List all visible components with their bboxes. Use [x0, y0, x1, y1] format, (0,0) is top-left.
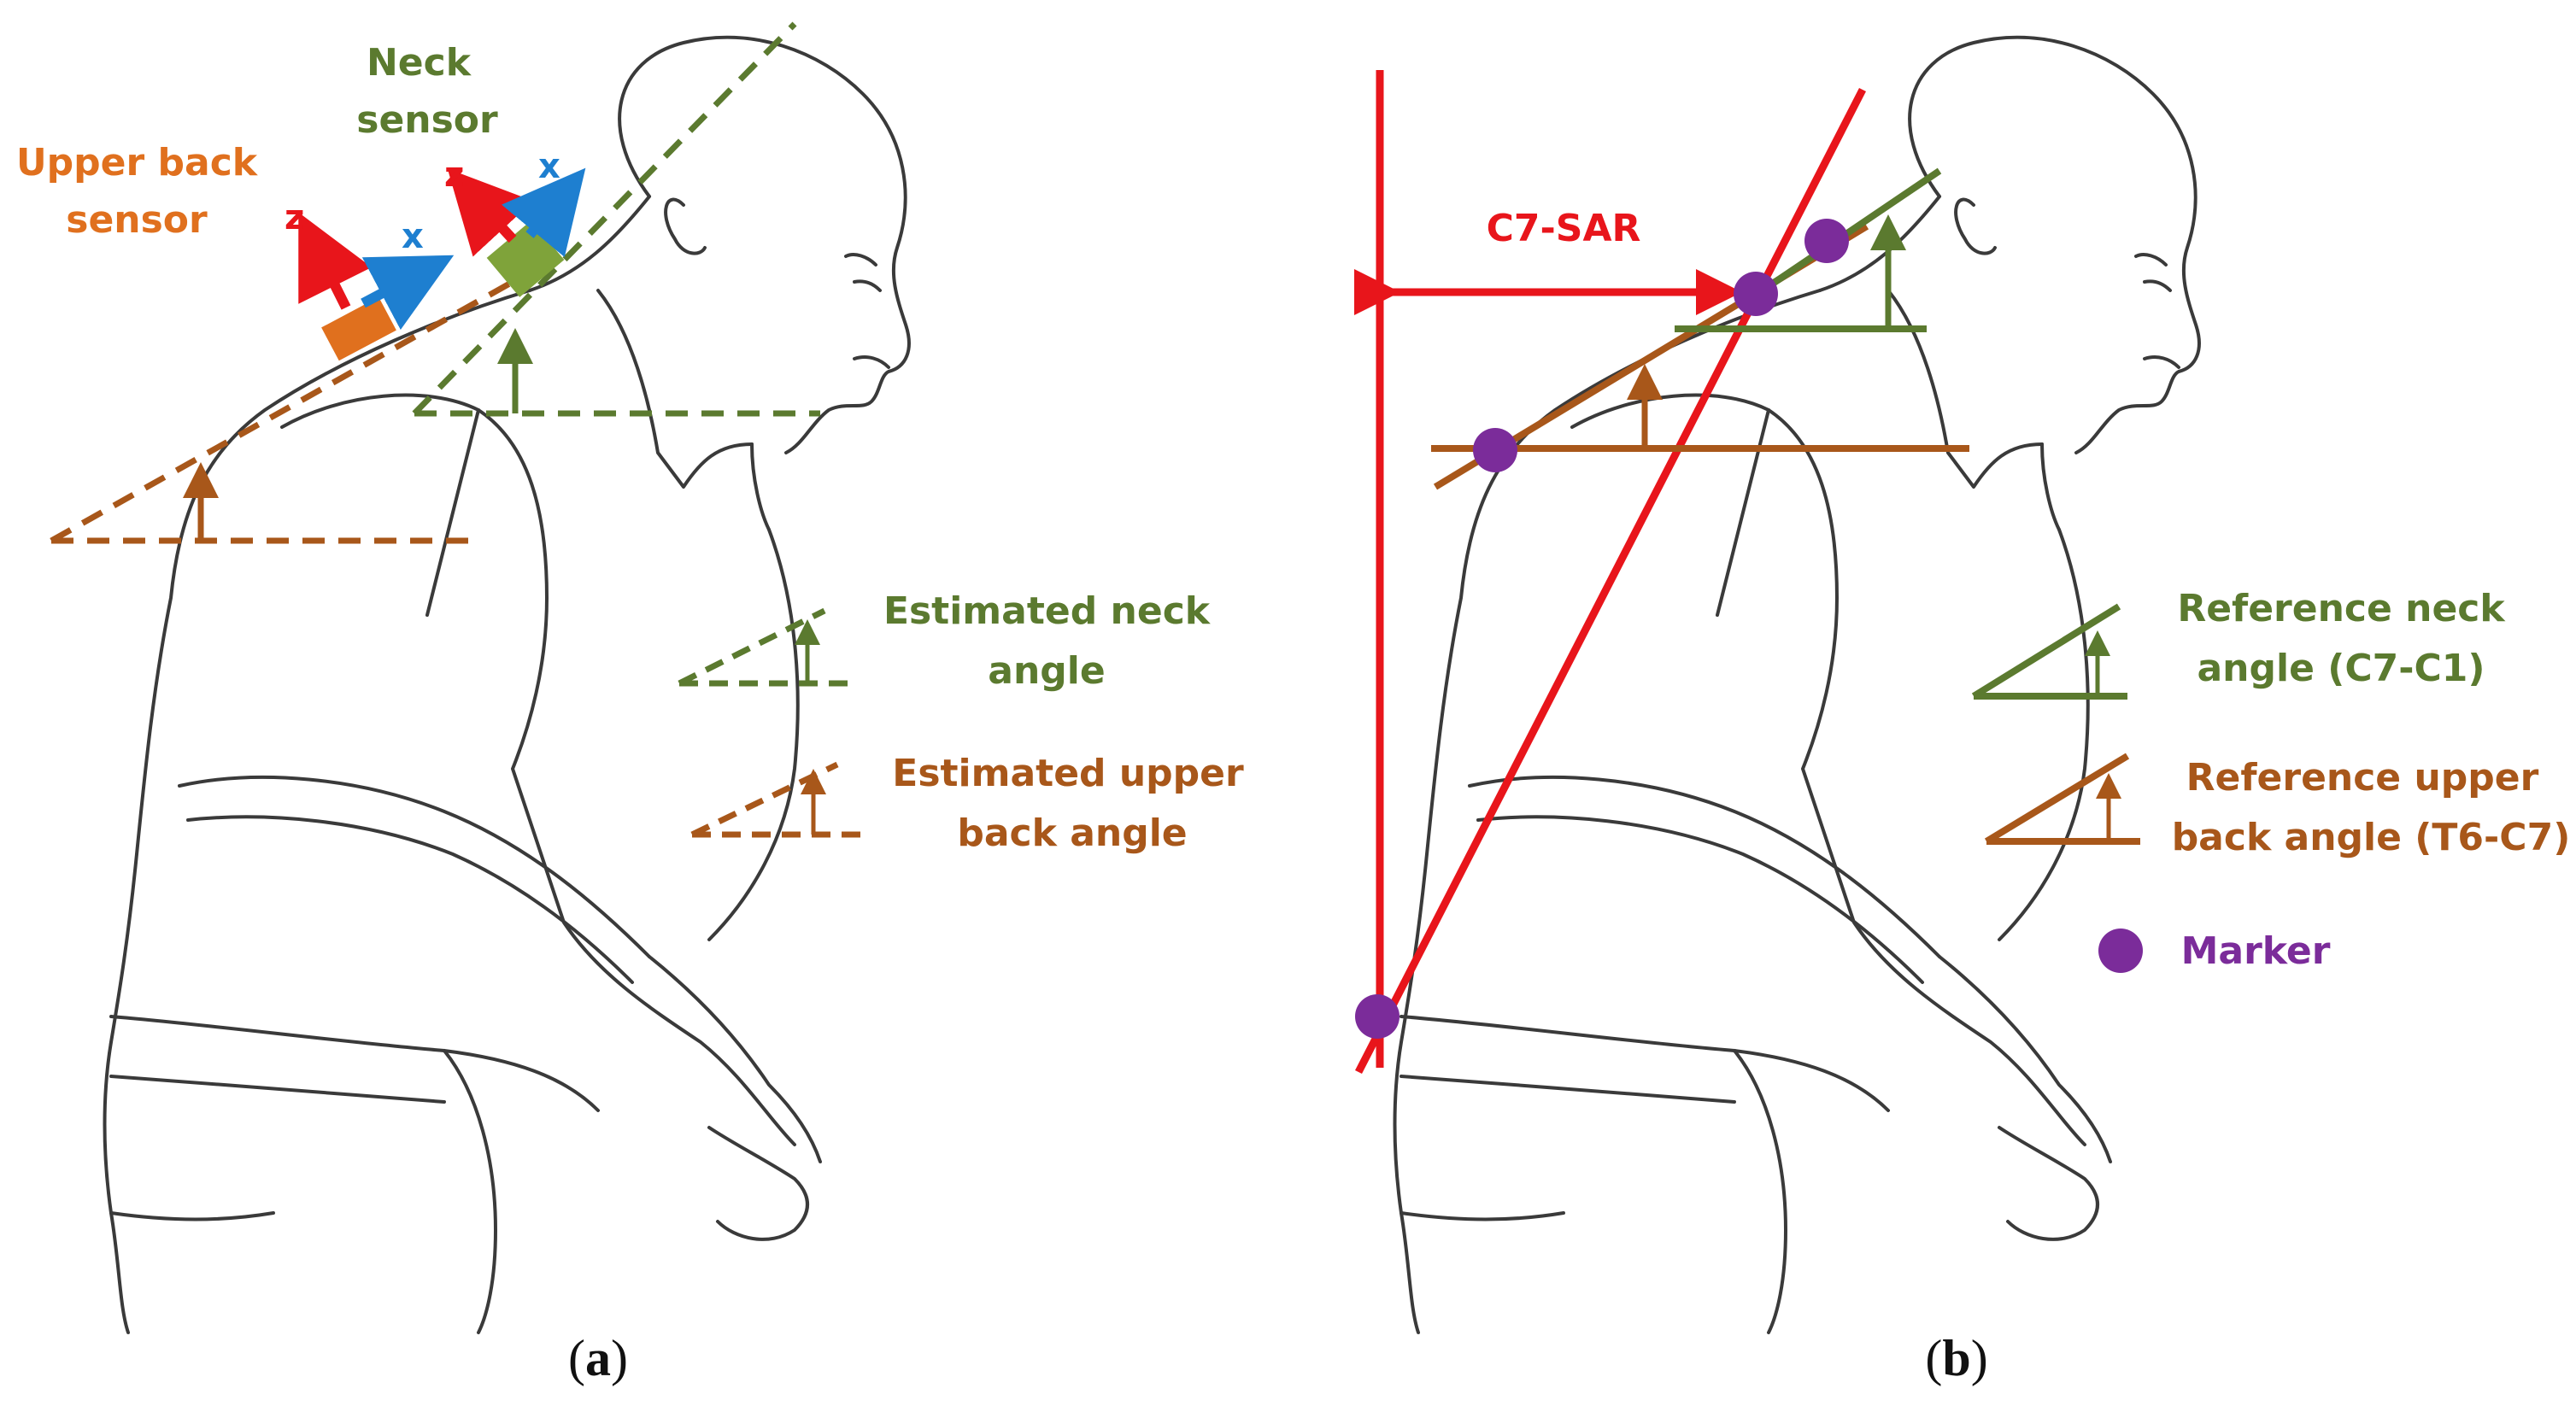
- caption-b: (b): [1925, 1330, 1987, 1386]
- marker-c1: [1804, 219, 1849, 263]
- neck-sensor-label-1: Neck: [367, 41, 472, 85]
- caption-a-letter: a: [585, 1330, 611, 1386]
- neck-x-arrow: [502, 167, 586, 258]
- legend-b-back-label-1: Reference upper: [2186, 756, 2539, 800]
- legend-a-back-label-2: back angle: [957, 811, 1187, 855]
- neck-z-arrow: [447, 168, 534, 257]
- upper-back-sensor-label-2: sensor: [66, 198, 208, 242]
- legend-a-neck-label-2: angle: [988, 649, 1105, 693]
- panel-b: C7-SAR Reference neck angle (C7-C1): [1354, 35, 2571, 1386]
- estimated-upper-back-angle: [50, 278, 514, 544]
- legend-b-neck-label-2: angle (C7-C1): [2197, 647, 2485, 690]
- upper-back-z-arrow: [298, 212, 373, 310]
- marker-sacrum: [1355, 994, 1399, 1039]
- legend-b-back: Reference upper back angle (T6-C7): [1984, 753, 2571, 859]
- upper-back-sensor-label-1: Upper back: [16, 141, 259, 185]
- reference-neck-angle: [1675, 167, 1942, 332]
- legend-b-back-label-2: back angle (T6-C7): [2172, 816, 2571, 859]
- legend-b-neck: Reference neck angle (C7-C1): [1971, 587, 2506, 700]
- legend-b-neck-label-1: Reference neck: [2177, 587, 2506, 630]
- legend-a-back: Estimated upper back angle: [690, 752, 1244, 855]
- caption-a: (a): [568, 1330, 628, 1386]
- estimated-neck-angle: [412, 21, 820, 417]
- legend-b-marker: Marker: [2098, 929, 2331, 973]
- upper-back-x-label: x: [402, 217, 424, 256]
- legend-a-neck-label-1: Estimated neck: [883, 589, 1212, 633]
- legend-a-back-label-1: Estimated upper: [892, 752, 1244, 795]
- c7-sar-distance: C7-SAR: [1354, 207, 1742, 315]
- neck-z-label: z: [444, 155, 464, 195]
- neck-sensor-label-2: sensor: [356, 98, 498, 142]
- legend-a-neck: Estimated neck angle: [678, 589, 1212, 693]
- legend-b-marker-label: Marker: [2181, 929, 2331, 973]
- upper-back-z-label: z: [285, 198, 304, 237]
- legend-marker-dot: [2098, 929, 2143, 973]
- marker-t6: [1473, 428, 1517, 472]
- sagittal-axis-line: [1354, 87, 1867, 1075]
- upper-back-x-arrow: [361, 255, 455, 331]
- caption-b-letter: b: [1942, 1330, 1970, 1386]
- marker-c7: [1734, 272, 1778, 316]
- upper-back-sensor: [298, 212, 455, 361]
- neck-sensor: [447, 167, 586, 297]
- neck-x-label: x: [538, 147, 560, 186]
- panel-a: Neck sensor Upper back sensor z x z x Es…: [16, 21, 1244, 1386]
- c7-sar-label: C7-SAR: [1487, 207, 1641, 250]
